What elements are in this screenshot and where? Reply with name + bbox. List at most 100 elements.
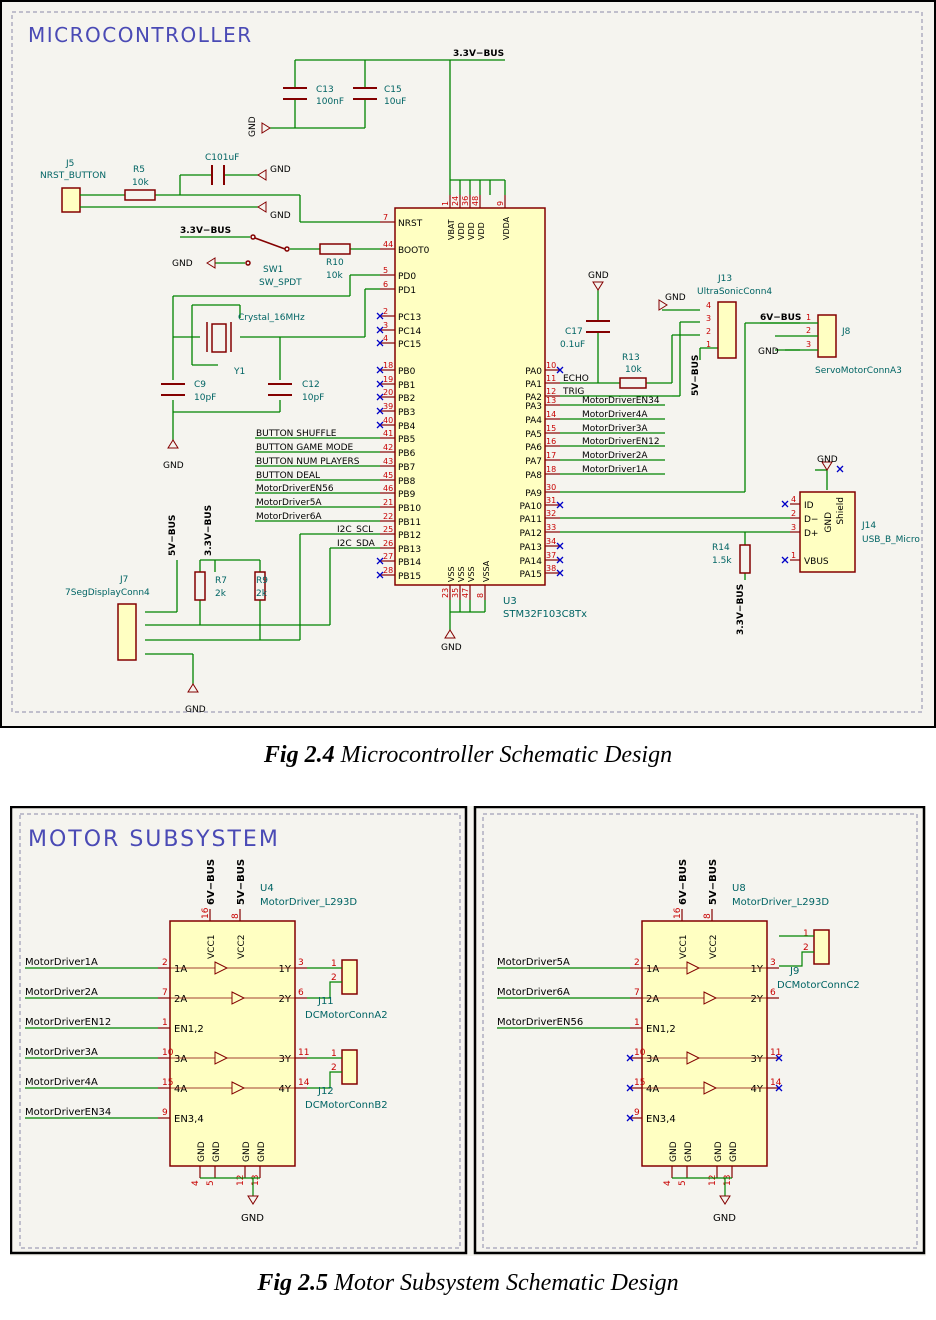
u3-pin-number: 3 bbox=[383, 321, 388, 330]
net-label: MotorDriver1A bbox=[25, 957, 98, 968]
gnd-pin-number: 12 bbox=[236, 1175, 246, 1186]
bus-label: 5V−BUS bbox=[708, 859, 719, 905]
sw1-value: SW_SPDT bbox=[259, 278, 302, 288]
r5-ref: R5 bbox=[133, 165, 145, 175]
r14-value: 1.5k bbox=[712, 556, 732, 566]
u3-pin-name: PB5 bbox=[398, 435, 415, 445]
c17-ref: C17 bbox=[565, 327, 583, 337]
net-label: MotorDriver3A bbox=[25, 1047, 98, 1058]
net-label: MotorDriver3A bbox=[582, 424, 648, 434]
u3-pin-name: PB2 bbox=[398, 394, 415, 404]
output-wire bbox=[307, 981, 342, 999]
u3-pin-name: PA1 bbox=[525, 380, 542, 390]
gnd-pin-number: 4 bbox=[663, 1180, 673, 1186]
j14-connector bbox=[799, 491, 856, 573]
u3-pin-number: 22 bbox=[383, 512, 393, 521]
u3-pin-name: PB14 bbox=[398, 558, 421, 568]
no-connect-mark bbox=[556, 542, 564, 550]
u3-pin-number: 42 bbox=[383, 443, 393, 452]
u3-pin-name: PB10 bbox=[398, 504, 421, 514]
input-pin-number: 2 bbox=[162, 958, 168, 968]
output-pin-name: 1Y bbox=[751, 964, 764, 975]
input-pin-name: 4A bbox=[646, 1084, 659, 1095]
j13-value: UltraSonicConn4 bbox=[697, 287, 772, 297]
u3-ref: U3 bbox=[503, 596, 517, 607]
gnd-pin-name: GND bbox=[257, 1141, 267, 1162]
gnd-pin-number: 4 bbox=[191, 1180, 201, 1186]
u3-pin-number: 4 bbox=[383, 334, 388, 343]
output-pin-name: 2Y bbox=[751, 994, 764, 1005]
no-connect-mark bbox=[781, 556, 789, 564]
svg-text:2: 2 bbox=[806, 326, 811, 335]
gnd-symbol bbox=[719, 1195, 731, 1205]
u3-pin-number: 27 bbox=[383, 552, 393, 561]
net-label: MotorDriver2A bbox=[25, 987, 98, 998]
input-pin-number: 2 bbox=[634, 958, 640, 968]
net-label: I2C_SCL bbox=[337, 525, 373, 535]
net-label: MotorDriverEN12 bbox=[582, 437, 660, 447]
net-label: MotorDriverEN12 bbox=[25, 1017, 111, 1028]
u3-pin-number: 17 bbox=[546, 451, 556, 460]
u3-pin-name: PB1 bbox=[398, 381, 415, 391]
bus-3v3-label: 3.3V−BUS bbox=[453, 49, 504, 59]
output-pin-number: 14 bbox=[298, 1078, 310, 1088]
no-connect-mark bbox=[376, 421, 384, 429]
j13-connector bbox=[717, 301, 737, 359]
no-connect-mark bbox=[376, 557, 384, 565]
no-connect-mark bbox=[376, 571, 384, 579]
u3-pin-number: 23 bbox=[441, 588, 450, 598]
u3-pin-number: 34 bbox=[546, 537, 556, 546]
input-pin-number: 10 bbox=[634, 1048, 646, 1058]
u3-pin-name: PB15 bbox=[398, 572, 421, 582]
u3-pin-number: 14 bbox=[546, 410, 556, 419]
u3-pin-name: PA8 bbox=[525, 471, 542, 481]
input-pin-number: 15 bbox=[634, 1078, 645, 1088]
usb-pin-number: 3 bbox=[791, 523, 796, 532]
u3-pin-number: 2 bbox=[383, 307, 388, 316]
gnd-label-j7: GND bbox=[185, 705, 206, 715]
u3-pin-name: PB0 bbox=[398, 367, 416, 377]
svg-text:1: 1 bbox=[706, 340, 711, 349]
gnd-label-usb: GND bbox=[817, 455, 838, 465]
u3-pin-name: PB11 bbox=[398, 518, 421, 528]
connector-value: DCMotorConnC2 bbox=[777, 980, 860, 991]
u3-pin-name: PA3 bbox=[525, 402, 542, 412]
u3-pin-name: PD1 bbox=[398, 286, 416, 296]
u3-pin-name: PC14 bbox=[398, 327, 421, 337]
u3-pin-number: 36 bbox=[461, 196, 470, 206]
u3-pin-name: PB4 bbox=[398, 422, 416, 432]
input-pin-number: 1 bbox=[162, 1018, 168, 1028]
net-label: MotorDriver1A bbox=[582, 465, 648, 475]
input-pin-name: 2A bbox=[646, 994, 659, 1005]
gnd-pin-name: GND bbox=[684, 1141, 694, 1162]
u3-pin-number: 41 bbox=[383, 429, 393, 438]
u3-pin-name: PC13 bbox=[398, 313, 421, 323]
input-pin-name: EN3,4 bbox=[174, 1114, 204, 1125]
bus-label: 6V−BUS bbox=[678, 859, 689, 905]
usb-pin-name: D+ bbox=[804, 529, 818, 539]
input-pin-name: 3A bbox=[646, 1054, 659, 1065]
gnd-label: GND bbox=[713, 1213, 736, 1224]
input-pin-number: 15 bbox=[162, 1078, 173, 1088]
u3-pin-number: 19 bbox=[383, 375, 393, 384]
u3-pin-number: 20 bbox=[383, 388, 393, 397]
u3-pin-name: PA13 bbox=[520, 543, 542, 553]
u3-pin-number: 31 bbox=[546, 496, 556, 505]
usb-shield2-label: Shield bbox=[836, 497, 846, 525]
bus-6v-j8-label: 6V−BUS bbox=[760, 313, 801, 323]
vcc-pin-name: VCC2 bbox=[709, 935, 719, 959]
gnd-pin-number: 13 bbox=[251, 1175, 261, 1186]
connector-value: DCMotorConnB2 bbox=[305, 1100, 388, 1111]
gnd-label-crystal: GND bbox=[163, 461, 184, 471]
usb-pin-name: ID bbox=[804, 501, 814, 511]
no-connect-mark bbox=[376, 339, 384, 347]
bus-3v3-j7-label: 3.3V−BUS bbox=[204, 505, 214, 556]
connector-pin-number: 2 bbox=[331, 973, 337, 983]
output-pin-name: 3Y bbox=[751, 1054, 764, 1065]
net-label: MotorDriver4A bbox=[25, 1077, 98, 1088]
usb-pin-number: 4 bbox=[791, 495, 796, 504]
u3-pin-number: 11 bbox=[546, 374, 556, 383]
c12-value: 10pF bbox=[302, 393, 324, 403]
l293d-body bbox=[169, 920, 296, 1167]
motor-subsystem-title: MOTOR SUBSYSTEM bbox=[28, 827, 280, 852]
